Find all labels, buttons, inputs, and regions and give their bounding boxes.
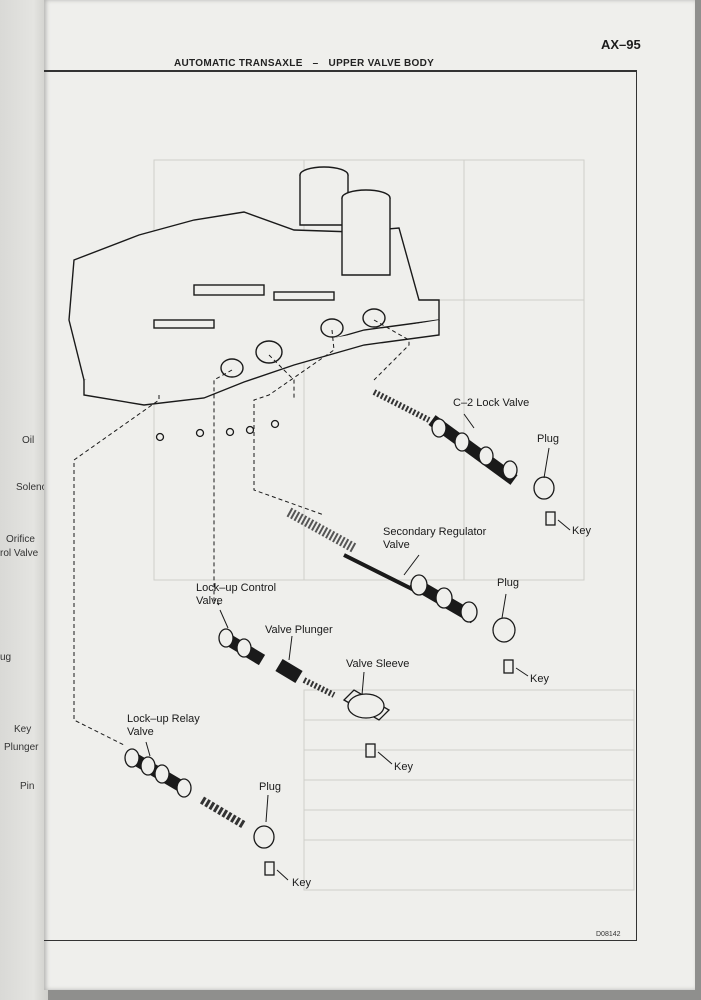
lockup-control-valve-group [218, 628, 391, 758]
prev-page-fragment: Key [14, 724, 32, 735]
label-plug: Plug [497, 577, 520, 589]
running-head: AUTOMATIC TRANSAXLE–UPPER VALVE BODY [174, 58, 434, 69]
label-valve-sleeve: Valve Sleeve [346, 658, 410, 670]
exploded-valve-diagram [68, 159, 635, 891]
header-separator: – [312, 58, 319, 69]
prev-page-fragment: Solenoi [16, 482, 48, 493]
label-lockup-control-valve: Lock–up Control Valve [196, 582, 277, 607]
background-show-through [153, 159, 635, 891]
label-plug: Plug [537, 433, 560, 445]
label-lockup-relay-valve: Lock–up Relay Valve [127, 713, 200, 738]
figure-id: D08142 [596, 931, 621, 938]
label-key: Key [530, 673, 549, 685]
page-number: AX–95 [601, 37, 641, 52]
prev-page-fragment: Orifice [6, 534, 35, 545]
label-valve-plunger: Valve Plunger [265, 624, 333, 636]
label-plug: Plug [259, 781, 282, 793]
check-balls [155, 419, 280, 442]
guide-lines [73, 319, 410, 746]
prev-page-fragment: Plunger [4, 742, 39, 753]
prev-page-fragment: ug [0, 652, 12, 663]
label-key: Key [292, 877, 311, 889]
subsection-title: UPPER VALVE BODY [328, 58, 435, 69]
label-c2-lock-valve: C–2 Lock Valve [453, 397, 530, 409]
label-key: Key [572, 525, 591, 537]
prev-page-fragment: Oil [22, 435, 35, 446]
previous-page-edge: Oil Solenoi Orifice rol Valve ug Key Plu… [0, 0, 48, 1000]
upper-valve-body [68, 166, 440, 406]
leader-lines [145, 413, 571, 881]
header-rule [44, 70, 636, 72]
lockup-relay-valve-group [124, 748, 275, 876]
secondary-regulator-valve-group [286, 507, 516, 674]
footer-rule [44, 940, 636, 941]
c2-lock-valve-group [372, 389, 556, 526]
label-secondary-regulator-valve: Secondary Regulator Valve [383, 526, 487, 551]
prev-page-fragment: rol Valve [0, 548, 39, 559]
prev-page-fragment: Pin [20, 781, 35, 792]
frame-right-rule [636, 70, 637, 941]
section-title: AUTOMATIC TRANSAXLE [174, 58, 303, 69]
label-key: Key [394, 761, 413, 773]
manual-page: AX–95 AUTOMATIC TRANSAXLE–UPPER VALVE BO… [44, 0, 695, 990]
